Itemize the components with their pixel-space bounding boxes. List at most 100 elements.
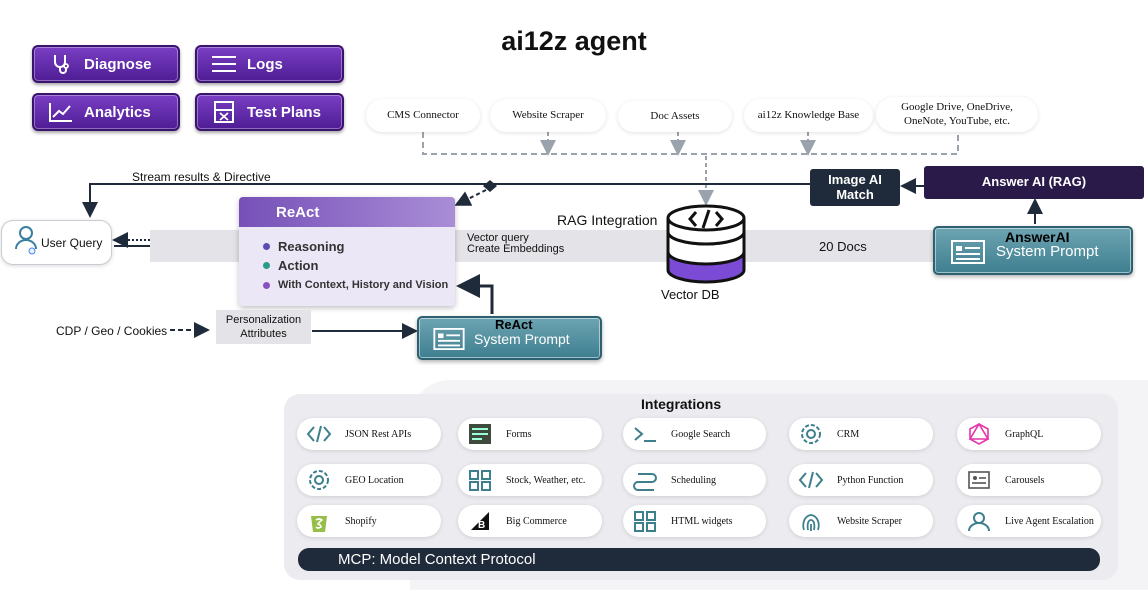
integration-live-agent-escalation: Live Agent Escalation — [957, 505, 1101, 537]
integration-big-commerce: B Big Commerce — [458, 505, 602, 537]
integration-carousels: Carousels — [957, 464, 1101, 496]
document-icon — [951, 240, 985, 269]
mcp-bar: MCP: Model Context Protocol — [298, 548, 1100, 571]
terminal-icon — [627, 423, 663, 445]
source-label: Website Scraper — [512, 108, 584, 121]
user-icon — [15, 225, 37, 260]
integration-forms: Forms — [458, 418, 602, 450]
react-item-label: With Context, History and Vision — [278, 279, 449, 291]
integration-graphql: GraphQL — [957, 418, 1101, 450]
integration-label: GraphQL — [1005, 428, 1044, 440]
test-plans-button[interactable]: Test Plans — [195, 93, 344, 131]
graphql-icon — [961, 423, 997, 445]
analytics-button[interactable]: Analytics — [32, 93, 180, 131]
carousel-icon — [961, 469, 997, 491]
source-cloud-drives: Google Drive, OneDrive,OneNote, YouTube,… — [876, 97, 1038, 132]
source-label-line2: OneNote, YouTube, etc. — [904, 114, 1010, 127]
integration-label: Scheduling — [671, 474, 716, 486]
answer-rag-label: Answer AI (RAG) — [981, 174, 1087, 190]
source-knowledge-base: ai12z Knowledge Base — [744, 99, 873, 132]
menu-icon — [209, 52, 239, 76]
answerai-title: AnswerAI — [1005, 229, 1070, 245]
personalization-line2: Attributes — [240, 328, 287, 340]
integration-stock-weather: Stock, Weather, etc. — [458, 464, 602, 496]
personalization-line1: Personalization — [225, 314, 302, 326]
code-icon — [793, 469, 829, 491]
logs-label: Logs — [247, 55, 283, 73]
fingerprint-icon — [793, 510, 829, 532]
create-embeddings-label: Create Embeddings — [467, 243, 565, 255]
integration-html-widgets: HTML widgets — [623, 505, 766, 537]
integration-geo-location: GEO Location — [297, 464, 441, 496]
analytics-label: Analytics — [84, 103, 151, 121]
docs-count-label: 20 Docs — [819, 239, 867, 254]
integration-scheduling: Scheduling — [623, 464, 766, 496]
react-sysprompt-title: ReAct — [495, 317, 533, 332]
location-gear-icon — [301, 469, 337, 491]
diagnose-button[interactable]: Diagnose — [32, 45, 180, 83]
integration-label: HTML widgets — [671, 515, 733, 527]
checklist-icon — [209, 100, 239, 124]
integration-label: Live Agent Escalation — [1005, 515, 1094, 527]
integration-label: Stock, Weather, etc. — [506, 474, 586, 486]
diagnose-label: Diagnose — [84, 55, 152, 73]
integration-google-search: Google Search — [623, 418, 766, 450]
junction-diamond — [483, 180, 497, 192]
source-label-line1: Google Drive, OneDrive, — [901, 101, 1013, 114]
trend-chart-icon — [46, 100, 76, 124]
form-icon — [462, 423, 498, 445]
route-icon — [627, 469, 663, 491]
source-collector-line — [422, 132, 959, 155]
bullet-dot — [263, 262, 270, 269]
integration-label: Python Function — [837, 474, 904, 486]
grid-icon — [462, 469, 498, 491]
integration-website-scraper: Website Scraper — [789, 505, 933, 537]
rag-integration-label: RAG Integration — [557, 212, 658, 228]
page-title: ai12z agent — [501, 26, 647, 56]
react-item-label: Reasoning — [278, 239, 345, 254]
shopify-icon — [301, 510, 337, 532]
mcp-label: MCP: Model Context Protocol — [338, 551, 536, 568]
integration-label: Google Search — [671, 428, 731, 440]
image-match-line2: Match — [836, 186, 874, 202]
source-label: Doc Assets — [650, 109, 700, 122]
stream-results-line — [82, 183, 810, 218]
gear-icon — [793, 423, 829, 445]
source-label: CMS Connector — [387, 108, 459, 121]
integration-label: GEO Location — [345, 474, 404, 486]
integration-label: JSON Rest APIs — [345, 428, 412, 440]
integration-crm: CRM — [789, 418, 933, 450]
answerai-system-prompt: AnswerAI System Prompt — [933, 226, 1133, 275]
react-item-label: Action — [278, 258, 319, 273]
react-panel: ReAct Reasoning Action With Context, His… — [239, 197, 455, 306]
integration-python-function: Python Function — [789, 464, 933, 496]
integration-label: Big Commerce — [506, 515, 567, 527]
source-label: ai12z Knowledge Base — [757, 108, 860, 121]
source-cms-connector: CMS Connector — [366, 99, 480, 132]
vector-query-label: Vector query — [467, 232, 529, 244]
answer-ai-rag-box: Answer AI (RAG) — [924, 166, 1144, 199]
document-icon — [433, 328, 465, 355]
code-icon — [301, 423, 337, 445]
svg-text:B: B — [478, 520, 485, 531]
react-system-prompt: ReAct System Prompt — [417, 316, 602, 360]
grid-icon — [627, 510, 663, 532]
image-match-line1: Image AI — [828, 171, 882, 187]
stethoscope-icon — [46, 52, 76, 76]
user-query-box: User Query — [1, 220, 112, 265]
integration-label: Carousels — [1005, 474, 1045, 486]
integration-label: CRM — [837, 428, 860, 440]
bigcommerce-icon: B — [462, 510, 498, 532]
answerai-sysprompt-label: System Prompt — [996, 243, 1099, 260]
test-plans-label: Test Plans — [247, 103, 321, 121]
integrations-title: Integrations — [641, 396, 722, 412]
user-query-label: User Query — [41, 235, 103, 250]
cdp-label: CDP / Geo / Cookies — [56, 324, 168, 338]
integration-shopify: Shopify — [297, 505, 441, 537]
react-item-context: With Context, History and Vision — [263, 279, 448, 291]
source-website-scraper: Website Scraper — [490, 99, 606, 132]
stream-label: Stream results & Directive — [132, 170, 271, 184]
logs-button[interactable]: Logs — [195, 45, 344, 83]
